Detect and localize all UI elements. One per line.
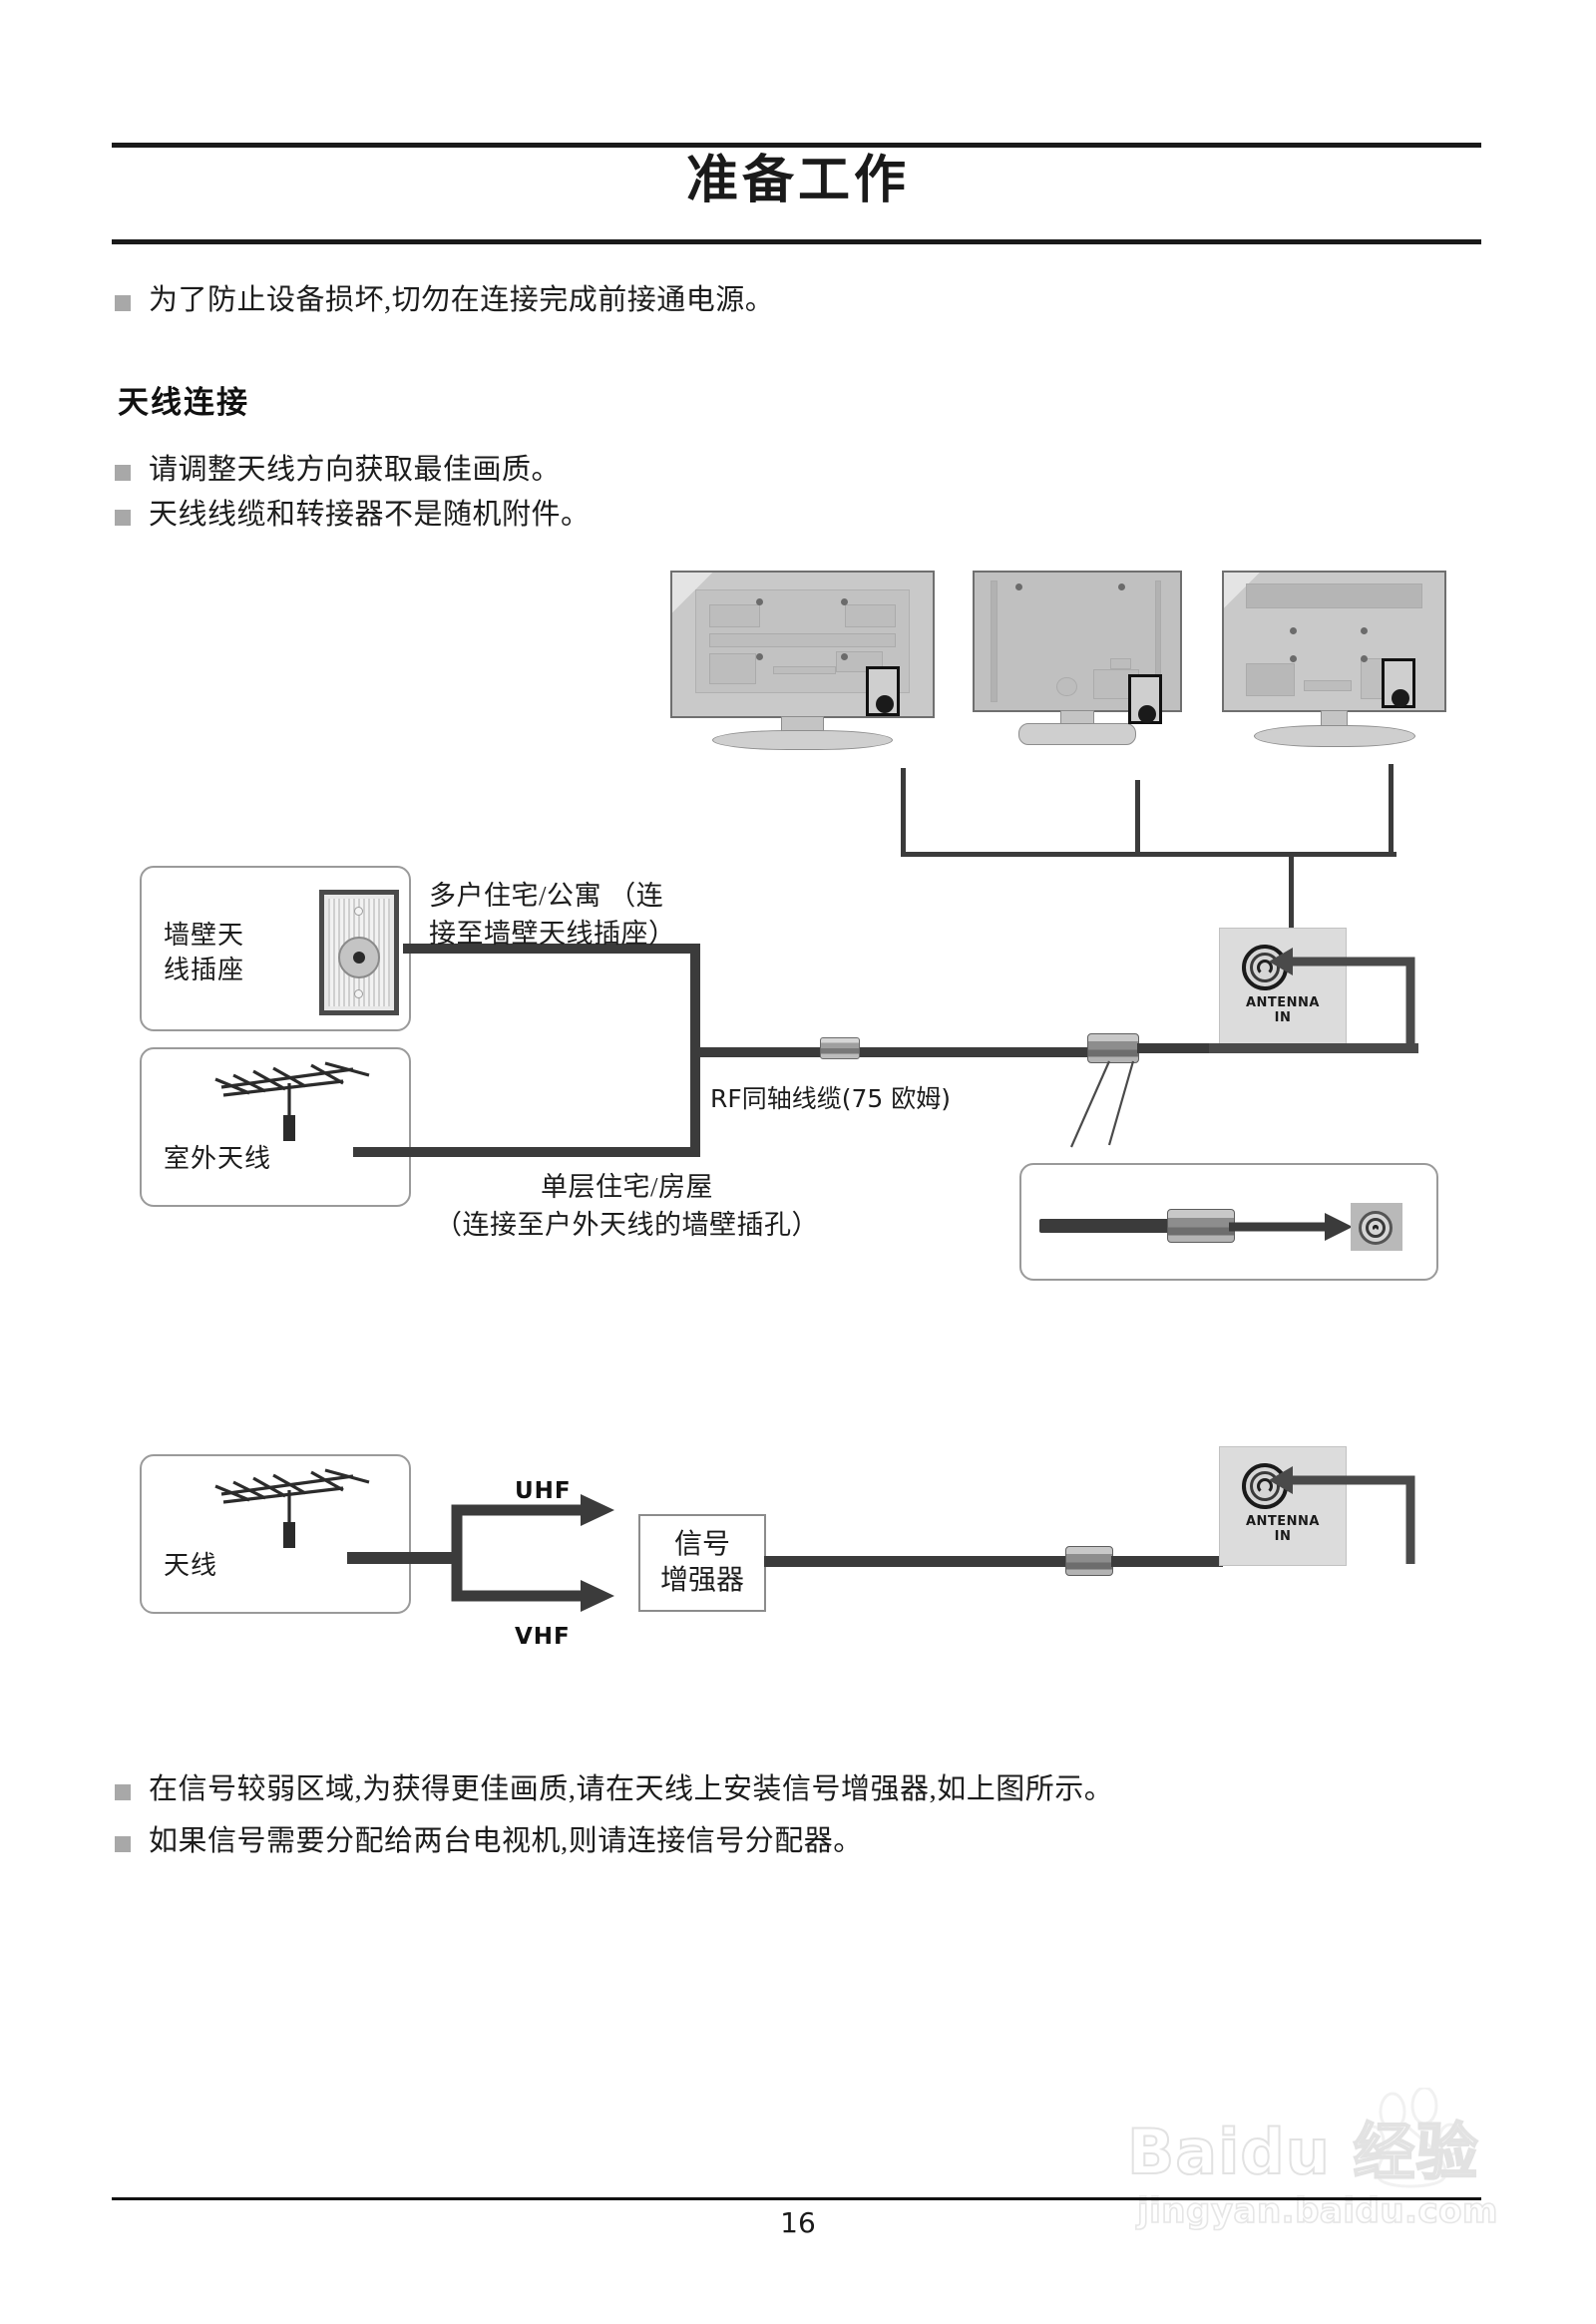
warning-bullet-text: 为了防止设备损坏,切勿在连接完成前接通电源。	[149, 284, 775, 316]
antenna-in-caption: ANTENNA IN	[1245, 1514, 1320, 1544]
uhf-label: UHF	[515, 1478, 572, 1504]
callout-leader-lines	[1069, 1060, 1135, 1148]
connector-detail-callout	[1019, 1163, 1438, 1281]
antenna-in-panel-2: ANTENNA IN	[1219, 1446, 1347, 1566]
antenna-port-highlight	[1382, 658, 1415, 708]
watermark-main-text: Baidu 经验	[1126, 2115, 1479, 2189]
bullet-square-icon	[115, 1836, 131, 1852]
outdoor-antenna-icon	[214, 1061, 370, 1141]
uhf-vhf-split	[451, 1494, 614, 1612]
outdoor-antenna-box: 室外天线	[140, 1047, 411, 1207]
tv-stand-base	[712, 730, 893, 750]
detail-connector-plug	[1167, 1209, 1235, 1243]
tv-wire-to-jack	[1289, 852, 1294, 944]
detail-jack-icon	[1359, 1211, 1393, 1245]
tv-wire-1	[901, 768, 906, 856]
bullet-square-icon	[115, 465, 131, 481]
cable-main-run	[690, 1047, 1107, 1057]
booster-cable-connector	[1065, 1546, 1113, 1576]
wall-socket-box: 墙壁天 线插座	[140, 866, 411, 1031]
antenna-in-arrow-2	[1269, 1466, 1415, 1564]
bottom-bullet-2: 如果信号需要分配给两台电视机,则请连接信号分配器。	[115, 1822, 863, 1861]
wall-socket-label: 墙壁天 线插座	[164, 921, 245, 985]
bullet-square-icon	[115, 1784, 131, 1800]
header-rule-top	[112, 143, 1481, 148]
cable-inline-coupler	[820, 1037, 860, 1059]
detail-insert-arrow	[1229, 1213, 1353, 1241]
antenna-bullet-2-text: 天线线缆和转接器不是随机附件。	[149, 499, 591, 531]
wall-plate	[319, 890, 399, 1015]
bullet-square-icon	[115, 295, 131, 311]
signal-booster-label: 信号 增强器	[659, 1528, 744, 1596]
apartment-note: 多户住宅/公寓 （连 接至墙壁天线插座）	[429, 881, 676, 949]
cable-to-jack-fig2	[1111, 1556, 1223, 1567]
antenna-box-label-fig2: 天线	[164, 1551, 218, 1580]
tv-back-monitor	[973, 571, 1182, 752]
cable-from-wall-socket	[403, 944, 700, 954]
bottom-bullet-2-text: 如果信号需要分配给两台电视机,则请连接信号分配器。	[149, 1825, 863, 1857]
section-heading-antenna: 天线连接	[118, 385, 249, 421]
footer-rule	[112, 2197, 1481, 2200]
antenna-box-fig2: 天线	[140, 1454, 411, 1614]
cable-from-outdoor-antenna	[353, 1147, 700, 1157]
booster-output-cable	[764, 1556, 1073, 1567]
antenna-icon-fig2	[214, 1468, 370, 1548]
detail-jack-plate	[1351, 1203, 1402, 1251]
antenna-in-panel-1: ANTENNA IN	[1219, 928, 1347, 1047]
tv-back-crt	[1222, 571, 1446, 752]
header-rule-bottom	[112, 239, 1481, 244]
cable-connector-plug	[1087, 1033, 1139, 1063]
cable-to-jack	[1137, 1043, 1209, 1053]
antenna-port-highlight	[1128, 674, 1162, 724]
tv-wire-3	[1389, 764, 1394, 856]
page-number: 16	[780, 2206, 816, 2239]
antenna-port-highlight	[866, 666, 900, 716]
wall-socket-jack-icon	[338, 937, 380, 978]
tv-wire-bus	[901, 852, 1396, 857]
signal-booster-box: 信号 增强器	[638, 1514, 766, 1612]
tv-wire-2	[1135, 780, 1140, 856]
tv-inner-panel	[695, 589, 910, 693]
antenna-in-arrow-1	[1269, 948, 1415, 1045]
house-note: 单层住宅/房屋 （连接至户外天线的墙壁插孔）	[435, 1172, 819, 1240]
jack-feed-wire-1	[1209, 1043, 1418, 1053]
bottom-bullet-1-text: 在信号较弱区域,为获得更佳画质,请在天线上安装信号增强器,如上图所示。	[149, 1773, 1114, 1805]
antenna-bullet-1: 请调整天线方向获取最佳画质。	[115, 451, 561, 490]
baidu-paw-icon	[1360, 2088, 1463, 2188]
detail-cable	[1039, 1219, 1179, 1233]
tv-case	[973, 571, 1182, 712]
tv-back-wide	[670, 571, 935, 752]
bottom-bullet-1: 在信号较弱区域,为获得更佳画质,请在天线上安装信号增强器,如上图所示。	[115, 1770, 1113, 1809]
antenna-feed-fig2	[347, 1552, 459, 1564]
antenna-bullet-2: 天线线缆和转接器不是随机附件。	[115, 496, 591, 535]
outdoor-antenna-label: 室外天线	[164, 1144, 272, 1173]
antenna-in-caption: ANTENNA IN	[1245, 995, 1320, 1025]
antenna-bullet-1-text: 请调整天线方向获取最佳画质。	[149, 454, 562, 486]
tv-case	[670, 571, 935, 718]
rf-cable-label: RF同轴线缆(75 欧姆)	[710, 1084, 952, 1113]
page-title: 准备工作	[685, 151, 910, 210]
warning-bullet: 为了防止设备损坏,切勿在连接完成前接通电源。	[115, 281, 774, 320]
bullet-square-icon	[115, 510, 131, 526]
vhf-label: VHF	[515, 1624, 571, 1650]
